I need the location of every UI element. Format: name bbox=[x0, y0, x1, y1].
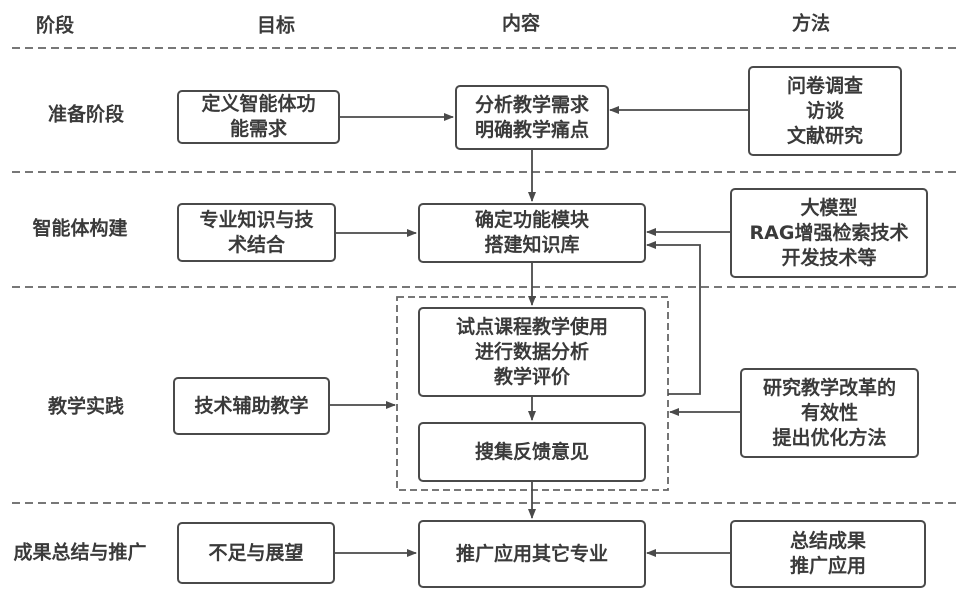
header-stage: 阶段 bbox=[35, 14, 75, 37]
method-line: 文献研究 bbox=[786, 124, 863, 147]
goal-line: 技术辅助教学 bbox=[194, 394, 309, 417]
goal-box-knowledge-tech: 专业知识与技 术结合 bbox=[177, 203, 336, 262]
content-line: 确定功能模块 bbox=[474, 209, 589, 231]
goal-line: 能需求 bbox=[229, 118, 287, 140]
arrow-feedback-loop bbox=[646, 241, 701, 395]
content-line: 分析教学需求 bbox=[474, 93, 589, 116]
stage-label-summary-promotion: 成果总结与推广 bbox=[13, 541, 147, 564]
method-line: 开发技术等 bbox=[781, 246, 877, 269]
content-line: 试点课程教学使用 bbox=[455, 315, 608, 338]
content-box-pilot-course: 试点课程教学使用 进行数据分析 教学评价 bbox=[418, 307, 646, 397]
header-goal: 目标 bbox=[256, 14, 296, 37]
method-line: 访谈 bbox=[805, 99, 844, 122]
goal-line: 术结合 bbox=[227, 233, 285, 256]
method-box-study-effectiveness: 研究教学改革的 有效性 提出优化方法 bbox=[740, 368, 919, 458]
content-line: 搜集反馈意见 bbox=[474, 440, 589, 463]
content-line: 教学评价 bbox=[493, 365, 570, 388]
stage-label-agent-build: 智能体构建 bbox=[32, 217, 128, 240]
method-box-research: 问卷调查 访谈 文献研究 bbox=[748, 66, 902, 156]
content-line: 明确教学痛点 bbox=[474, 118, 589, 141]
stage-label-preparation: 准备阶段 bbox=[47, 103, 125, 126]
content-box-analyze-needs: 分析教学需求 明确教学痛点 bbox=[455, 85, 609, 150]
method-box-summarize-promote: 总结成果 推广应用 bbox=[730, 520, 926, 588]
method-line: 提出优化方法 bbox=[772, 426, 887, 449]
method-line: 问卷调查 bbox=[786, 74, 863, 97]
goal-line: 定义智能体功 bbox=[201, 93, 316, 115]
goal-box-shortcomings-outlook: 不足与展望 bbox=[177, 522, 335, 584]
method-line: 大模型 bbox=[800, 196, 858, 219]
goal-line: 不足与展望 bbox=[208, 541, 304, 564]
goal-line: 专业知识与技 bbox=[199, 208, 314, 231]
content-line: 搭建知识库 bbox=[484, 234, 580, 256]
header-content: 内容 bbox=[501, 12, 541, 35]
method-line: 推广应用 bbox=[789, 555, 866, 577]
content-box-collect-feedback: 搜集反馈意见 bbox=[418, 422, 646, 482]
method-line: 有效性 bbox=[800, 401, 858, 424]
content-box-promote-other-majors: 推广应用其它专业 bbox=[418, 520, 646, 588]
method-box-llm-rag: 大模型 RAG增强检索技术 开发技术等 bbox=[730, 188, 928, 278]
method-line: 研究教学改革的 bbox=[762, 376, 896, 399]
goal-box-define-agent-requirements: 定义智能体功 能需求 bbox=[177, 90, 340, 144]
stage-label-teaching-practice: 教学实践 bbox=[47, 395, 125, 418]
content-line: 进行数据分析 bbox=[474, 340, 589, 363]
goal-box-tech-assisted-teaching: 技术辅助教学 bbox=[173, 377, 330, 435]
method-line: RAG增强检索技术 bbox=[749, 221, 909, 244]
content-line: 推广应用其它专业 bbox=[455, 542, 608, 565]
header-method: 方法 bbox=[791, 12, 831, 35]
content-box-function-modules: 确定功能模块 搭建知识库 bbox=[418, 203, 646, 263]
method-line: 总结成果 bbox=[789, 530, 866, 552]
